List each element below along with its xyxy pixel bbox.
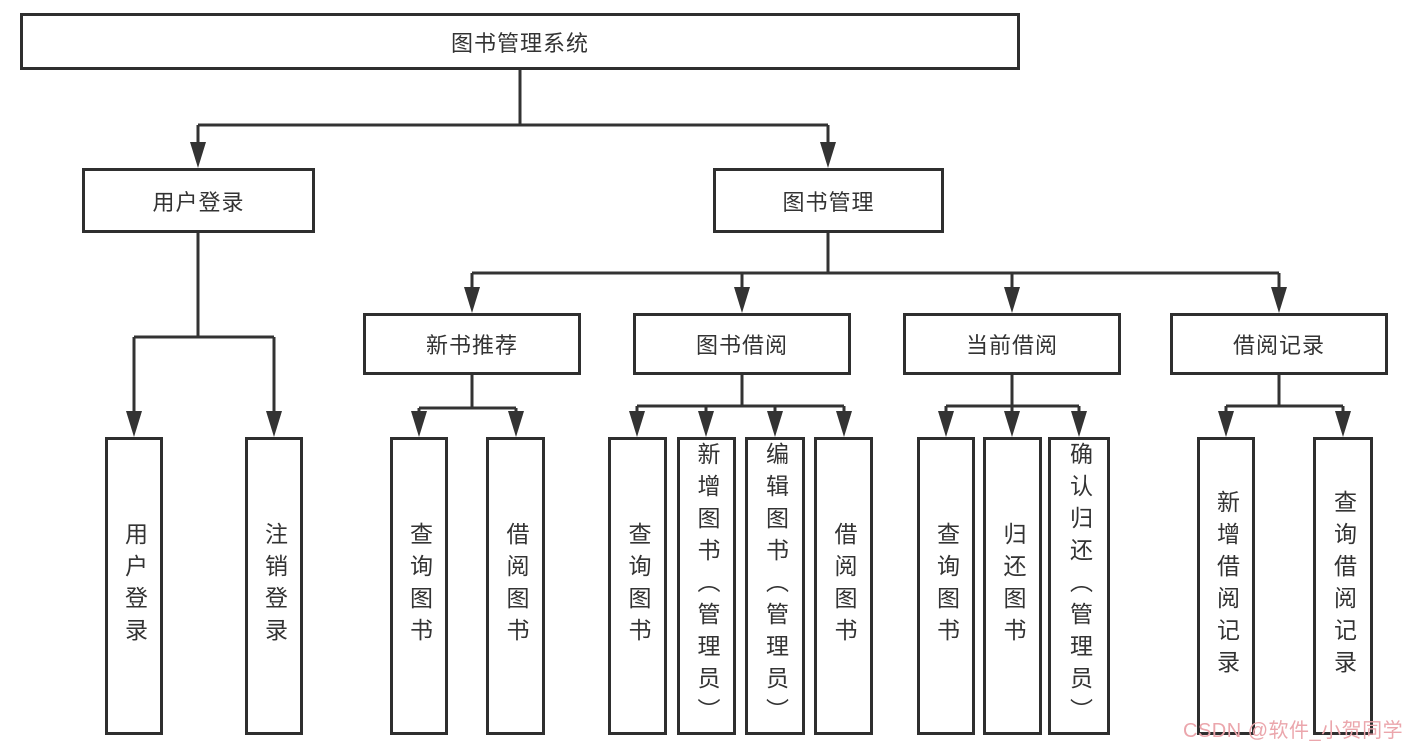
arrowhead-icon xyxy=(1218,411,1234,437)
leaf-logout: 注销登录 xyxy=(245,437,303,735)
arrowhead-icon xyxy=(266,411,282,437)
arrowhead-icon xyxy=(1071,411,1087,437)
leaf-add-borrow-record: 新增借阅记录 xyxy=(1197,437,1255,735)
leaf-query-books-3: 查询图书 xyxy=(917,437,975,735)
csdn-watermark: CSDN @软件_小贺同学 xyxy=(1183,720,1404,742)
connector-current-borrow-children xyxy=(938,375,1087,437)
leaf-add-book-admin: 新增图书（管理员） xyxy=(677,437,736,735)
leaf-label: 新增借阅记录 xyxy=(1213,490,1240,682)
leaf-label: 借阅图书 xyxy=(503,522,529,650)
arrowhead-icon xyxy=(938,411,954,437)
leaf-label: 编辑图书（管理员） xyxy=(762,442,789,730)
leaf-return-book: 归还图书 xyxy=(983,437,1042,735)
leaf-edit-book-admin: 编辑图书（管理员） xyxy=(745,437,805,735)
leaf-query-borrow-record: 查询借阅记录 xyxy=(1313,437,1373,735)
arrowhead-icon xyxy=(1335,411,1351,437)
connector-root-to-level2 xyxy=(190,70,836,168)
node-book-management: 图书管理 xyxy=(713,168,944,233)
leaf-label: 用户登录 xyxy=(121,522,148,650)
connector-book-management-children xyxy=(464,233,1287,313)
leaf-label: 确认归还（管理员） xyxy=(1066,442,1093,730)
leaf-user-login: 用户登录 xyxy=(105,437,163,735)
arrowhead-icon xyxy=(464,287,480,313)
leaf-query-books-1: 查询图书 xyxy=(390,437,448,735)
connector-user-login-children xyxy=(126,233,282,437)
arrowhead-icon xyxy=(1004,287,1020,313)
leaf-query-books-2: 查询图书 xyxy=(608,437,667,735)
arrowhead-icon xyxy=(820,142,836,168)
leaf-label: 查询借阅记录 xyxy=(1330,490,1357,682)
arrowhead-icon xyxy=(836,411,852,437)
node-new-book-recommend: 新书推荐 xyxy=(363,313,581,375)
leaf-label: 查询图书 xyxy=(933,522,960,650)
connector-borrow-record-children xyxy=(1218,375,1351,437)
node-user-login: 用户登录 xyxy=(82,168,315,233)
arrowhead-icon xyxy=(508,411,524,437)
leaf-label: 注销登录 xyxy=(261,522,288,650)
leaf-confirm-return-admin: 确认归还（管理员） xyxy=(1048,437,1110,735)
arrowhead-icon xyxy=(126,411,142,437)
arrowhead-icon xyxy=(698,411,714,437)
node-root-library-system: 图书管理系统 xyxy=(20,13,1020,70)
leaf-label: 查询图书 xyxy=(625,522,651,650)
arrowhead-icon xyxy=(734,287,750,313)
leaf-borrow-books-1: 借阅图书 xyxy=(486,437,545,735)
node-book-borrow: 图书借阅 xyxy=(633,313,851,375)
node-borrow-record: 借阅记录 xyxy=(1170,313,1388,375)
leaf-label: 新增图书（管理员） xyxy=(694,442,720,730)
leaf-label: 归还图书 xyxy=(1000,522,1026,650)
node-current-borrow: 当前借阅 xyxy=(903,313,1121,375)
connector-new-book-recommend-children xyxy=(411,375,524,437)
arrowhead-icon xyxy=(767,411,783,437)
connector-book-borrow-children xyxy=(629,375,852,437)
arrowhead-icon xyxy=(1271,287,1287,313)
arrowhead-icon xyxy=(190,142,206,168)
leaf-borrow-books-2: 借阅图书 xyxy=(814,437,873,735)
arrowhead-icon xyxy=(629,411,645,437)
arrowhead-icon xyxy=(1004,411,1020,437)
arrowhead-icon xyxy=(411,411,427,437)
leaf-label: 查询图书 xyxy=(406,522,433,650)
leaf-label: 借阅图书 xyxy=(831,522,857,650)
